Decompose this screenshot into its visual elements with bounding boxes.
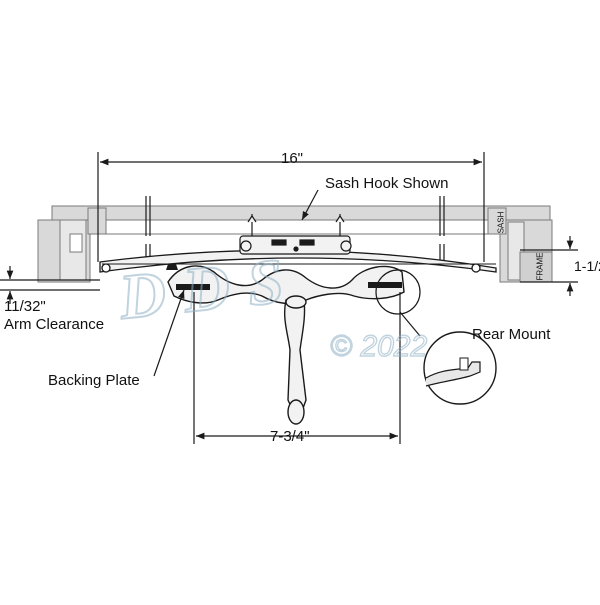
sash-hook [239,214,352,255]
watermark-year: © 2022 [330,330,427,363]
window-frame [37,205,553,283]
sash-hook-label: Sash Hook Shown [325,175,449,192]
arm-clearance-value: 11/32" [4,298,46,315]
frame-label: FRAME [535,252,545,281]
leader-lines [153,189,421,377]
frame-break-lines [145,196,445,262]
overall-width-dimension: 16" [281,150,304,167]
dimension-lines [0,152,578,444]
rear-mount-detail [423,331,497,405]
operator-arm [99,249,497,273]
operator-base [166,264,405,305]
backing-plate-label: Backing Plate [48,372,140,389]
height-dimension: 1-1/2" [574,258,600,274]
rear-mount-label: Rear Mount [472,326,551,343]
handle-spacing-dimension: 7-3/4" [270,428,310,445]
arm-clearance-label: Arm Clearance [4,316,105,333]
crank-handle [283,295,307,425]
sash-label: SASH [496,211,506,234]
